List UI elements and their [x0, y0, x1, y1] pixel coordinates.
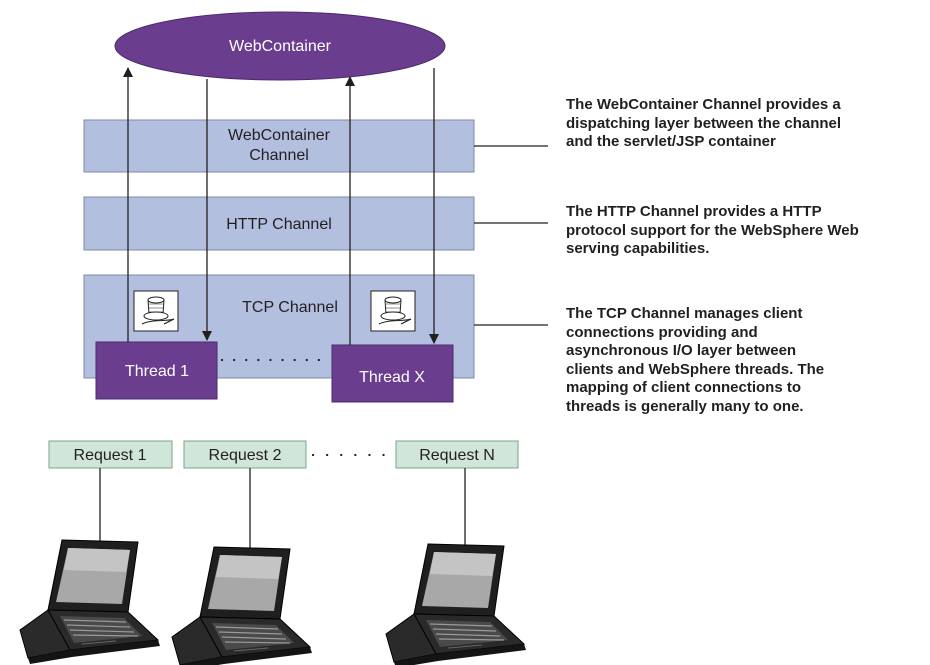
description-line: mapping of client connections to [566, 379, 802, 396]
http-channel-description: The HTTP Channel provides a HTTP protoco… [566, 203, 859, 259]
request-n-box [395, 440, 519, 469]
description-line: The HTTP Channel provides a HTTP [566, 203, 822, 220]
thread-spool-icon [133, 290, 179, 332]
laptop-icon [19, 539, 161, 665]
thread-x-label: Thread X [359, 369, 425, 386]
webcontainer-channel-description: The WebContainer Channel provides a disp… [566, 96, 841, 152]
http-channel-label: HTTP Channel [226, 216, 332, 233]
description-line: serving capabilities. [566, 240, 710, 257]
request-1-label: Request 1 [74, 447, 147, 464]
laptop-icon [385, 543, 527, 665]
webcontainer-label: WebContainer [229, 38, 332, 55]
request-1-box [48, 440, 173, 469]
description-line: and the servlet/JSP container [566, 133, 776, 150]
request-n-label: Request N [419, 447, 495, 464]
webcontainer-channel-layer [83, 119, 475, 173]
thread-1-label: Thread 1 [125, 363, 189, 380]
description-line: threads is generally many to one. [566, 397, 804, 415]
description-line: The WebContainer Channel provides a [566, 96, 841, 113]
description-line: The TCP Channel manages client [566, 305, 803, 322]
tcp-channel-description: The TCP Channel manages client connectio… [566, 305, 824, 416]
description-line: asynchronous I/O layer between [566, 342, 797, 359]
description-line: clients and WebSphere threads. The [566, 360, 825, 378]
request-2-label: Request 2 [209, 447, 282, 464]
request-2-box [183, 440, 307, 469]
thread-spool-icon [370, 290, 416, 332]
thread-1-box [95, 341, 218, 400]
http-channel-layer [83, 196, 475, 251]
laptop-icon [171, 546, 313, 665]
description-line: protocol support for the WebSphere Web [566, 221, 859, 239]
description-line: connections providing and [566, 323, 758, 341]
thread-x-box [331, 344, 454, 403]
webcontainer-channel-label-line1: WebContainer [228, 127, 331, 144]
webcontainer-ellipse [114, 11, 446, 81]
description-line: dispatching layer between the channel [566, 114, 842, 132]
webcontainer-channel-label-line2: Channel [249, 147, 309, 164]
tcp-channel-label: TCP Channel [242, 299, 338, 316]
